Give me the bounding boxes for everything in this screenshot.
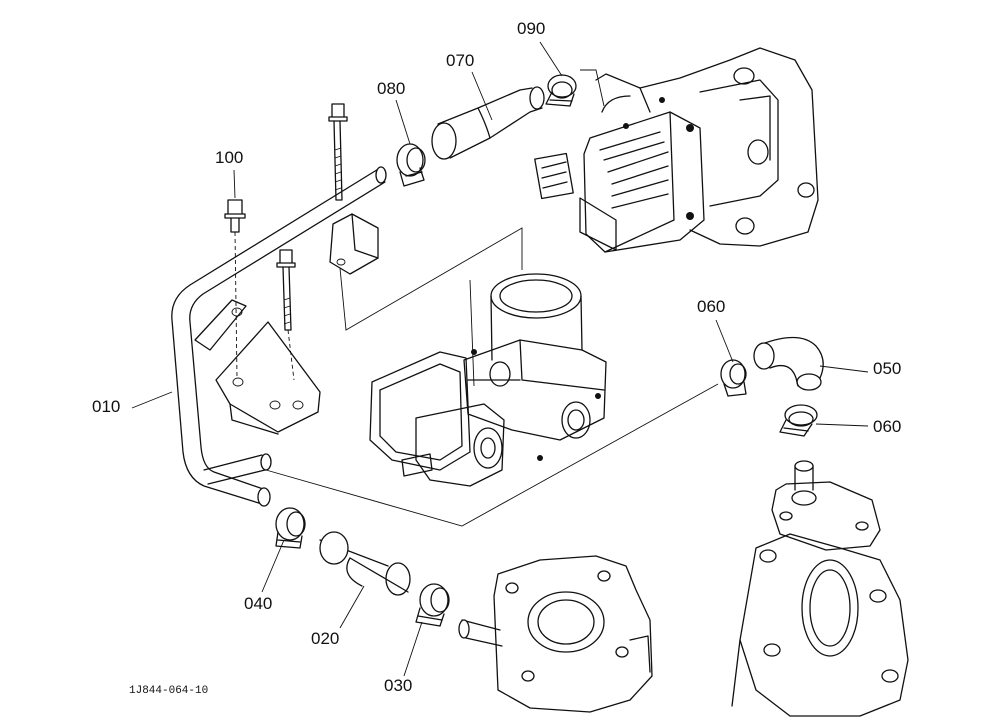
callout-030: 030 [384,676,413,695]
clamp-090 [545,74,577,107]
hose-020 [319,531,411,596]
callout-070: 070 [446,51,475,70]
clamp-060-lower [779,404,818,437]
bolt-long-lower [276,249,296,381]
hose-070 [431,86,545,160]
throttle-body [369,273,607,487]
leader-lines [131,41,869,677]
outlet-housing [458,555,653,713]
callout-100: 100 [215,148,244,167]
thermostat-housing [731,481,909,717]
pipe-stub-lower-right [794,460,814,491]
pipe-bracket [194,213,379,435]
assembly-guide-lines [265,69,719,527]
bolt-long-upper [328,103,348,201]
clamp-040 [275,507,306,549]
clamp-080 [396,143,426,187]
callout-010: 010 [92,397,121,416]
callout-060-upper: 060 [697,297,726,316]
callout-060-lower: 060 [873,417,902,436]
bolt-100 [224,199,246,379]
elbow-hose-050 [753,336,824,391]
callout-050: 050 [873,359,902,378]
drawing-code: 1J844-064-10 [129,685,209,697]
egr-valve [534,47,819,253]
callout-040: 040 [244,594,273,613]
clamp-060-upper [720,359,747,397]
callout-090: 090 [517,19,546,38]
clamp-030 [415,583,450,627]
callout-080: 080 [377,79,406,98]
callout-020: 020 [311,629,340,648]
pipe-010 [171,166,387,507]
